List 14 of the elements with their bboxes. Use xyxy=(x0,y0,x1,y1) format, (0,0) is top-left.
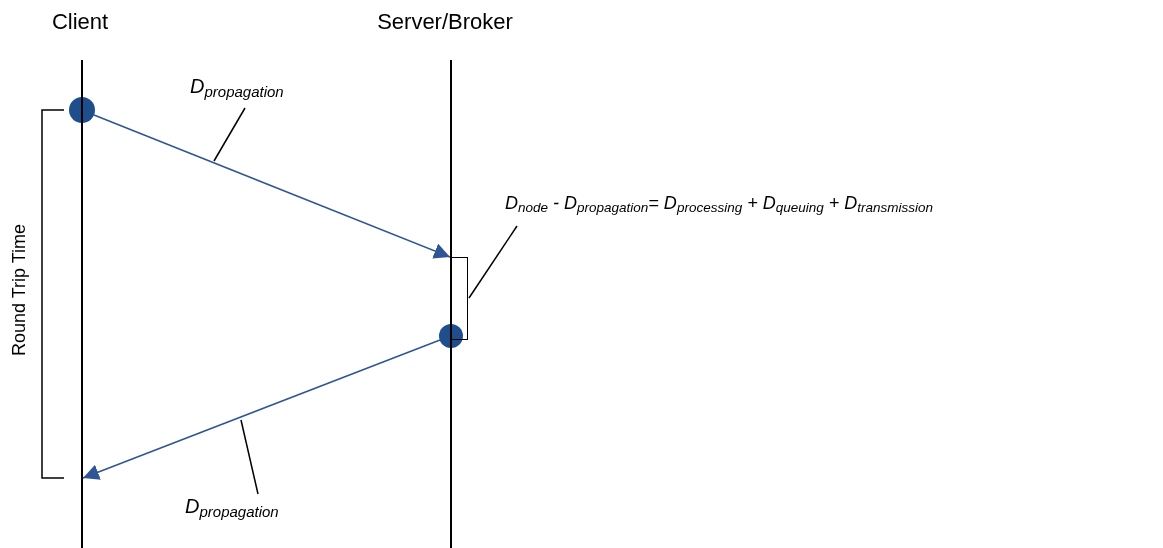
axis-label: Round Trip Time xyxy=(8,222,30,359)
arrow xyxy=(82,339,441,480)
server-lifeline xyxy=(450,60,452,548)
arrow xyxy=(93,114,451,259)
bracket xyxy=(452,257,468,340)
client-lifeline xyxy=(81,60,83,548)
leader-line xyxy=(213,107,246,162)
delay-label: D$_{propagation}$ xyxy=(190,74,350,108)
leader-line xyxy=(240,419,259,495)
leader-line xyxy=(468,225,518,299)
delay-label: D$_{propagation}$ xyxy=(185,494,345,528)
delay-formula: D$_{node}$ - D$_{propagation}$= D$_{processing}$ + D$_{queuing}$ + D$_{transmission}$ xyxy=(505,192,1160,226)
lifeline-heading: Client xyxy=(30,8,130,42)
lifeline-heading: Server/Broker xyxy=(345,8,545,42)
